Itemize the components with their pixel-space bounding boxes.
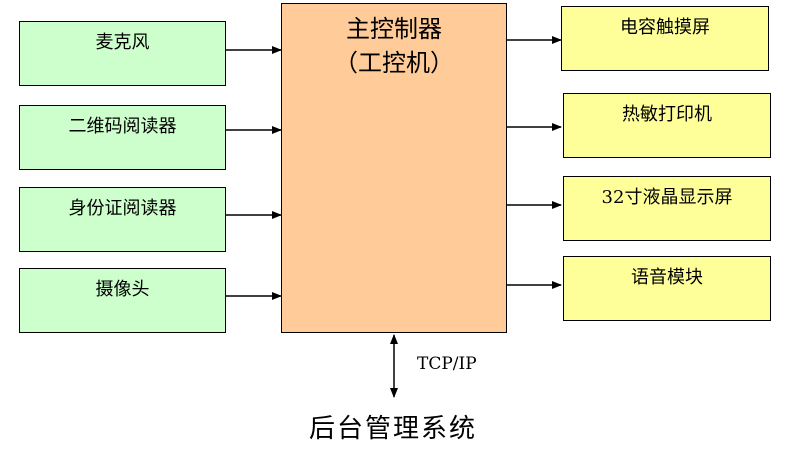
input-box-id-reader: 身份证阅读器 <box>19 187 226 252</box>
input-label: 摄像头 <box>95 279 150 300</box>
main-controller-subtitle: （工控机） <box>334 49 454 77</box>
main-controller-box: 主控制器 （工控机） <box>281 3 507 333</box>
output-label: 语音模块 <box>631 267 703 288</box>
output-box-touchscreen: 电容触摸屏 <box>561 6 769 71</box>
output-label: 32寸液晶显示屏 <box>601 187 733 208</box>
main-controller-title: 主控制器 <box>346 15 442 43</box>
input-box-microphone: 麦克风 <box>19 21 226 86</box>
backend-system-label: 后台管理系统 <box>309 414 478 444</box>
input-label: 二维码阅读器 <box>68 116 177 137</box>
output-label: 电容触摸屏 <box>620 17 710 38</box>
output-box-lcd: 32寸液晶显示屏 <box>563 176 771 241</box>
output-box-printer: 热敏打印机 <box>563 93 771 158</box>
output-label: 热敏打印机 <box>622 104 712 125</box>
tcpip-label: TCP/IP <box>417 354 477 374</box>
input-box-camera: 摄像头 <box>19 268 226 333</box>
input-box-qr-reader: 二维码阅读器 <box>19 105 226 170</box>
input-label: 身份证阅读器 <box>68 198 177 219</box>
output-box-voice: 语音模块 <box>563 256 771 321</box>
input-label: 麦克风 <box>95 32 150 53</box>
